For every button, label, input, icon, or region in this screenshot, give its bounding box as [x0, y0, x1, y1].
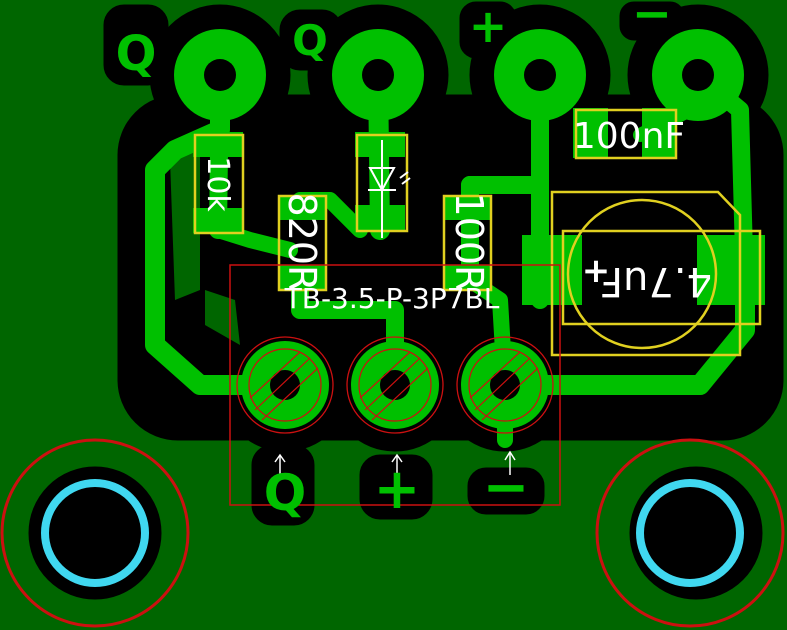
r2-value-label: 820R	[280, 193, 324, 292]
header-pad-1	[174, 29, 266, 121]
header-pad-3	[494, 29, 586, 121]
connector-pads	[236, 336, 554, 434]
connector-footprint-label: TB-3.5-P-3P7BL	[284, 282, 500, 315]
mounting-hole-right	[595, 438, 785, 628]
c2-value-label: 4.7uF	[600, 258, 712, 304]
header-pad-4	[652, 29, 744, 121]
inner-pour	[170, 150, 240, 345]
connector-pad-3	[456, 336, 554, 434]
c2-body-circle	[566, 198, 718, 350]
c2-outline	[550, 190, 742, 357]
top-header-symbols: Q Q + −	[116, 0, 673, 82]
header-pad-2	[332, 29, 424, 121]
connector-pad-2	[346, 336, 444, 434]
bottom-symbol-1: Q	[264, 464, 307, 522]
c2-plus-marking: +	[582, 251, 611, 291]
smd-pads	[193, 108, 765, 305]
r3-outline	[442, 194, 493, 292]
top-symbol-3: +	[469, 0, 508, 53]
connector-courtyard	[229, 264, 561, 506]
r1-value-label: 10k	[200, 156, 235, 212]
c2-pad-box	[561, 229, 762, 326]
top-symbol-2: Q	[292, 16, 328, 65]
connector-pad-1	[236, 336, 334, 434]
top-symbol-1: Q	[116, 26, 157, 82]
c1-value-label: 100nF	[573, 116, 685, 157]
top-header-pads	[174, 29, 744, 121]
r1-outline	[193, 133, 245, 235]
c1-outline	[574, 108, 678, 160]
arrow-up-icon	[274, 450, 516, 475]
bottom-symbol-3: −	[483, 455, 530, 520]
component-outlines	[193, 108, 762, 357]
bottom-symbol-2: +	[374, 457, 421, 522]
bottom-connector-symbols: Q + −	[264, 455, 530, 522]
c2-polarity-stripe	[614, 238, 654, 310]
top-symbol-4: −	[632, 0, 672, 42]
r3-value-label: 100R	[447, 193, 491, 292]
led-icon	[368, 140, 411, 238]
r2-outline	[277, 194, 328, 292]
mounting-hole-left	[0, 438, 190, 628]
